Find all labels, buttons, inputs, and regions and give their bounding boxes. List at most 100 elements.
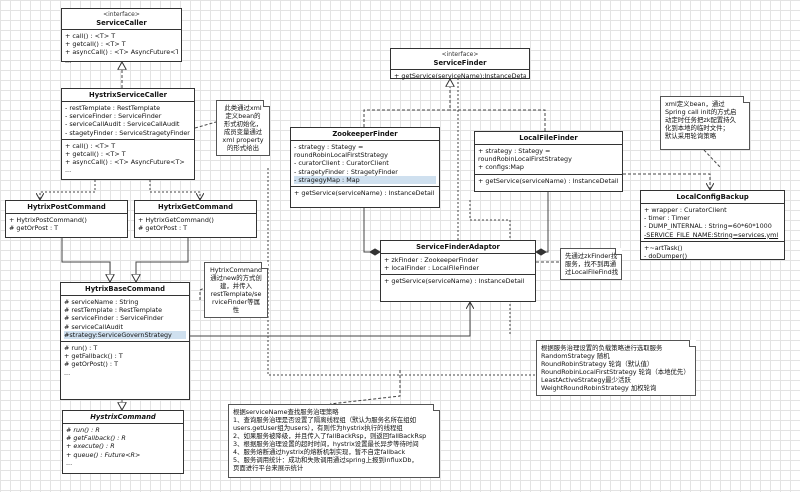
class-name: ZookeeperFinder xyxy=(332,130,398,138)
field: # restTemplate : RestTemplate xyxy=(64,306,163,315)
note-line: 4、服务熔断通过hystrix的熔断机制实现，暂不自定fallback xyxy=(233,448,406,456)
note-line: 先通过zkFinder找 xyxy=(565,252,618,260)
note-line: xml定义bean，通过 xyxy=(665,100,725,108)
method: + queue() : Future<R> xyxy=(66,450,141,459)
class-hystrix-command: HystrixCommand # run() : R # getFallback… xyxy=(62,410,184,474)
note-link-bean xyxy=(703,149,721,168)
class-name: ServiceFinderAdaptor xyxy=(416,243,500,251)
ellipsis: ... xyxy=(64,368,71,377)
note-line: 根据服务治理设置的负载策略进行选取服务 xyxy=(541,344,663,352)
note-link-xml xyxy=(194,121,217,129)
field: + strategy : Stategy = xyxy=(478,147,551,155)
method: # getOrPost : T xyxy=(138,224,188,233)
note-line: RoundRobinStrategy 轮询（默认值） xyxy=(541,360,654,368)
field: - curatorClient : CuratorClient xyxy=(294,159,389,168)
local-realizes-finder xyxy=(450,109,546,131)
note-line: HytrixCommand xyxy=(209,266,263,274)
note-line: 3、根据服务治理设置的超时时间，hystrix设置最长异步等待时间 xyxy=(233,440,419,448)
note-line: 建，并传入 xyxy=(220,282,252,290)
class-name: LocalConfigBackup xyxy=(676,193,749,201)
field-strategy-map: - stragegyMap : Map xyxy=(294,175,436,185)
field: - stragetyFinder : StragetyFinder xyxy=(294,167,398,176)
class-local-config-backup: LocalConfigBackup + wrapper : CuratorCli… xyxy=(640,190,785,260)
ellipsis: ... xyxy=(66,458,73,467)
note-line: 的形式给出 xyxy=(227,144,259,152)
note-line: 通过new的方式创 xyxy=(210,274,262,282)
post-extends-base xyxy=(61,238,110,282)
class-name: ServiceFinder xyxy=(433,59,487,67)
zk-strategy-link xyxy=(267,168,536,376)
class-name: HytrixGetCommand xyxy=(158,203,233,211)
method: - doDumper() xyxy=(644,252,688,261)
field: - timer : Timer xyxy=(644,214,690,223)
class-service-finder: <interface>ServiceFinder + getService(se… xyxy=(390,48,530,80)
note-line: 2、如果服务被降级，并且传入了fallBackRsp，则返回fallBackRs… xyxy=(233,432,427,440)
adaptor-has-zk xyxy=(363,208,381,256)
note-line: 性 xyxy=(232,306,240,314)
method: + call() : <T> T xyxy=(65,141,116,150)
stereotype-label: <interface> xyxy=(441,51,479,58)
class-hystrix-get-command: HytrixGetCommand + HytrixGetCommand() # … xyxy=(134,200,257,238)
note-line: 默认采用轮询策略 xyxy=(665,132,717,140)
method: + call() : <T> T xyxy=(65,32,116,40)
field: - stagetyFinder : ServiceStragetyFinder xyxy=(65,128,190,137)
note-line: LeastActiveStrategy最少活跃 xyxy=(541,376,631,384)
adaptor-has-local xyxy=(535,192,549,256)
class-service-caller: <interface>ServiceCaller + call() : <T> … xyxy=(61,8,182,65)
method: + execute() : R xyxy=(66,442,115,451)
method: + getService(serviceName):InstanceDetail xyxy=(394,72,526,80)
class-name: ServiceCaller xyxy=(96,19,147,27)
method: + getcall() : <T> T xyxy=(65,40,126,49)
note-command-new: HytrixCommand 通过new的方式创 建，并传入 restTempla… xyxy=(204,262,268,318)
method: # getOrPost : T xyxy=(9,224,59,233)
ellipsis: ... xyxy=(65,56,72,65)
local-to-backup xyxy=(623,173,710,190)
method: # run() : R xyxy=(66,426,100,434)
note-link-command xyxy=(199,281,219,300)
class-hystrix-post-command: HytrixPostCommand + HytrixPostCommand() … xyxy=(5,200,128,238)
class-name: LocalFileFinder xyxy=(519,134,578,142)
class-local-file-finder: LocalFileFinder + strategy : Stategy = r… xyxy=(474,131,623,192)
method: # run() : T xyxy=(64,344,98,353)
note-line: users.getUser组为users），有则作为hystrix执行的线程组 xyxy=(233,424,403,432)
note-line: restTemplate/se xyxy=(210,290,262,298)
caller-creates-post xyxy=(40,180,96,200)
note-line: rviceFinder等属 xyxy=(211,298,261,306)
method: + getService(serviceName) : InstanceDeta… xyxy=(478,176,619,185)
note-line: 化到本地的临时文件； xyxy=(665,124,729,132)
method: + asyncCall() : <T> AsyncFuture<T> xyxy=(65,48,178,57)
field: roundRobinLocalFirstStrategy xyxy=(294,151,388,160)
note-line: Spring call init的方式启 xyxy=(665,108,737,116)
ellipsis: ... xyxy=(65,166,72,175)
note-line: RandomStrategy 随机 xyxy=(541,352,610,360)
note-governance: 根据serviceName查找服务治理策略 1、查询服务治理是否设置了隔离线程组… xyxy=(228,404,440,478)
class-hystrix-service-caller: HystrixServiceCaller - restTemplate : Re… xyxy=(61,88,195,180)
method: + HytrixGetCommand() xyxy=(138,216,214,224)
field: + localFinder : LocalFileFinder xyxy=(384,264,480,273)
method: # getFallback() : R xyxy=(66,434,126,443)
zk-realizes-finder xyxy=(363,79,450,127)
note-line: 服务，找不到再通 xyxy=(565,260,617,268)
field: # serviceName : String xyxy=(64,298,139,306)
note-line: 5、服务调用统计：成功和失败调用通过spring上报到influxDb， xyxy=(233,456,418,464)
class-name: HystrixCommand xyxy=(90,413,156,421)
field: -SERVICE_FILE_NAME:String=services.yml xyxy=(644,230,779,239)
field-strategy: #strategy:ServiceGovernStrategy xyxy=(64,330,186,340)
stereotype-label: <interface> xyxy=(103,11,140,18)
note-line: 根据serviceName查找服务治理策略 xyxy=(233,408,339,416)
method: + getFallback() : T xyxy=(64,352,123,361)
note-line: 定义bean的 xyxy=(225,112,261,120)
method: + getService(serviceName) : InstanceDeta… xyxy=(384,277,525,286)
note-line: 1、查询服务治理是否设置了隔离线程组（默认为服务名所在组如 xyxy=(233,416,417,424)
method: + getService(serviceName) : InstanceDeta… xyxy=(294,189,435,198)
class-service-finder-adaptor: ServiceFinderAdaptor + zkFinder : Zookee… xyxy=(380,240,536,302)
note-strategy: 根据服务治理设置的负载策略进行选取服务 RandomStrategy 随机 Ro… xyxy=(536,340,696,396)
method: + getcall() : <T> T xyxy=(65,150,126,159)
get-extends-base xyxy=(136,238,189,282)
field: # serviceCallAudit xyxy=(64,322,123,331)
field: - restTemplate : RestTemplate xyxy=(65,104,161,112)
field: + configs:Map xyxy=(478,163,524,172)
note-zk-first: 先通过zkFinder找 服务，找不到再通 过LocalFileFind找 xyxy=(560,248,622,280)
note-line: 页面进行平台来展示统计 xyxy=(233,464,304,472)
note-line: 成员变量通过 xyxy=(223,128,263,136)
